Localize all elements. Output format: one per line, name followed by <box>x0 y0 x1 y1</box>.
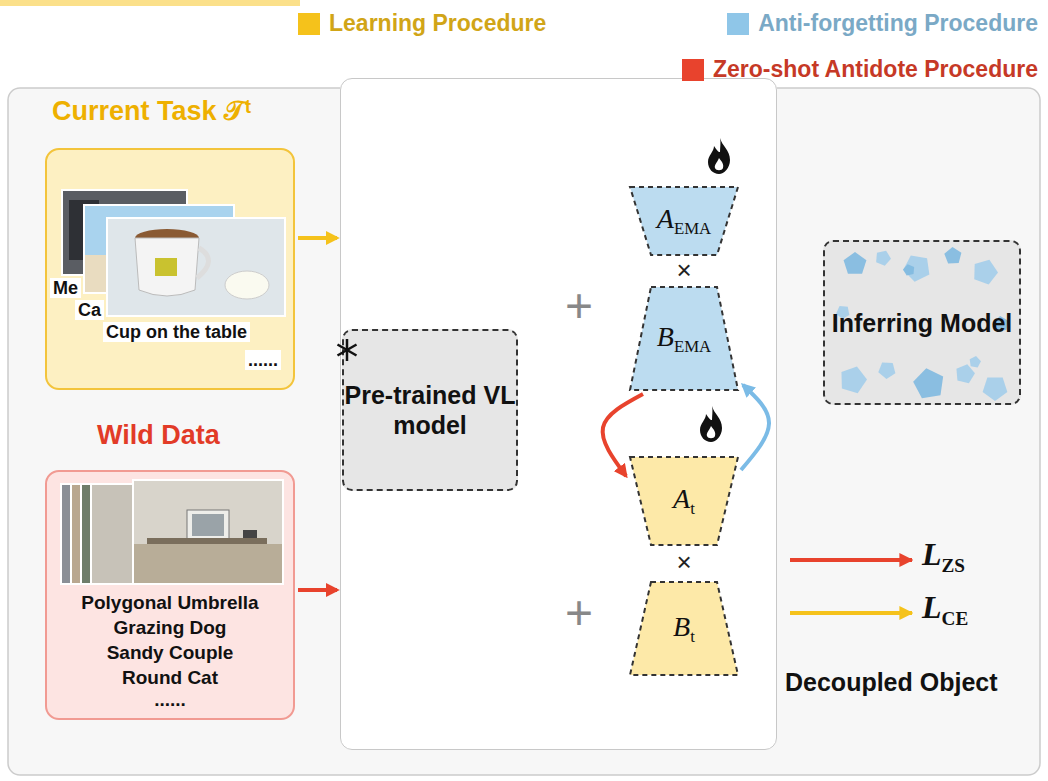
frozen-snowflake-icon <box>334 337 510 363</box>
legend-swatch <box>298 13 320 35</box>
text-holder: ...... <box>245 350 281 371</box>
adapter-symbol: Bt <box>673 610 695 647</box>
adapter-shape <box>630 457 738 545</box>
symbol-subscript: EMA <box>674 337 711 356</box>
loss-symbol: LCE <box>922 589 968 625</box>
text-holder: Grazing Dog <box>47 617 293 639</box>
multiply-sign: × <box>676 547 691 577</box>
adapter-shape <box>630 187 738 255</box>
decoupled-object-label: Decoupled Object <box>785 668 998 696</box>
symbol-subscript: t <box>690 627 695 646</box>
wild-caption: Sandy Couple <box>107 642 234 663</box>
curved-transfer-arrow <box>741 385 769 470</box>
caption-fragment: Ca <box>75 300 104 320</box>
text-holder: Polygonal Umbrella <box>47 592 293 614</box>
symbol-subscript: ZS <box>942 555 965 576</box>
text-holder: Sandy Couple <box>47 642 293 664</box>
legend-label: Learning Procedure <box>329 10 546 37</box>
input-arrow <box>298 236 337 240</box>
model-name: Inferring Model <box>832 308 1013 338</box>
legend-item: Anti-forgetting Procedure <box>727 10 1038 37</box>
legend-swatch <box>727 13 749 35</box>
symbol-main: A <box>673 483 690 514</box>
adapter-symbol: At <box>673 482 695 519</box>
model-frame: ×+×+Pre-trained VL modelAEMABEMAAtBt <box>340 78 777 750</box>
zs-loss-arrow <box>790 558 912 562</box>
caption-fragment: Me <box>50 278 81 298</box>
wild-caption: Polygonal Umbrella <box>81 592 258 613</box>
legend-swatch <box>682 59 704 81</box>
symbol-subscript: EMA <box>674 219 711 238</box>
text-holder: + <box>565 585 593 640</box>
wild-data-box: Wild DataPolygonal UmbrellaGrazing DogSa… <box>45 470 295 720</box>
ellipsis: ...... <box>245 350 281 370</box>
legend-item: Learning Procedure <box>298 10 546 37</box>
ema-adapter-b: BEMA <box>629 286 739 391</box>
task-adapter-b: Bt <box>629 581 739 676</box>
text-holder: + <box>565 278 593 333</box>
wild-caption: Grazing Dog <box>114 617 227 638</box>
legend-item: Zero-shot Antidote Procedure <box>682 56 1038 83</box>
frozen-model-box: Pre-trained VL model <box>342 329 518 491</box>
task-adapter-a: At <box>629 456 739 546</box>
adapter-shape <box>630 287 738 390</box>
legend-label: Zero-shot Antidote Procedure <box>713 56 1038 83</box>
text-holder: LZS <box>922 536 965 577</box>
symbol-main: B <box>673 611 690 642</box>
adapter-symbol: AEMA <box>657 202 711 239</box>
loss-symbol: LZS <box>922 536 965 572</box>
plus-sign: + <box>565 279 593 332</box>
ellipsis: ...... <box>154 689 186 710</box>
symbol-main: B <box>657 321 674 352</box>
text-holder: × <box>676 548 691 578</box>
symbol-subscript: CE <box>942 608 969 629</box>
adapter-symbol: BEMA <box>657 320 711 357</box>
task-heading: Current Task 𝒯ᵗ <box>52 96 251 126</box>
model-name: Pre-trained VL model <box>344 380 516 440</box>
text-holder: Round Cat <box>47 667 293 689</box>
symbol-subscript: t <box>690 499 695 518</box>
legend-label: Anti-forgetting Procedure <box>758 10 1038 37</box>
ce-loss-arrow <box>790 611 912 615</box>
text-holder: Me <box>50 278 81 299</box>
trainable-fire-icon <box>708 138 730 174</box>
ema-adapter-a: AEMA <box>629 186 739 256</box>
symbol-main: A <box>657 203 674 234</box>
current-task-box: Current Task 𝒯ᵗMeCaCup on the table.....… <box>45 148 295 390</box>
trainable-fire-icon <box>700 406 722 442</box>
symbol-main: L <box>922 589 942 625</box>
inferring-model-box: Inferring Model <box>823 240 1022 405</box>
text-holder: LCE <box>922 589 968 630</box>
adapter-shape <box>630 582 738 675</box>
wild-caption: Round Cat <box>122 667 218 688</box>
symbol-main: L <box>922 536 942 572</box>
input-arrow <box>298 588 337 592</box>
wild-data-heading: Wild Data <box>97 420 220 450</box>
model-frame-ground <box>340 78 777 750</box>
text-holder: Current Task 𝒯ᵗ <box>52 96 251 127</box>
multiply-sign: × <box>676 255 691 285</box>
text-holder: Wild Data <box>97 420 220 451</box>
top-band <box>0 0 300 6</box>
text-holder: Cup on the table <box>103 322 250 343</box>
plus-sign: + <box>565 586 593 639</box>
text-holder: Decoupled Object <box>785 668 998 697</box>
caption-text: Cup on the table <box>103 322 250 342</box>
text-holder: Ca <box>75 300 104 321</box>
text-holder: × <box>676 256 691 286</box>
text-holder: ...... <box>47 689 293 711</box>
